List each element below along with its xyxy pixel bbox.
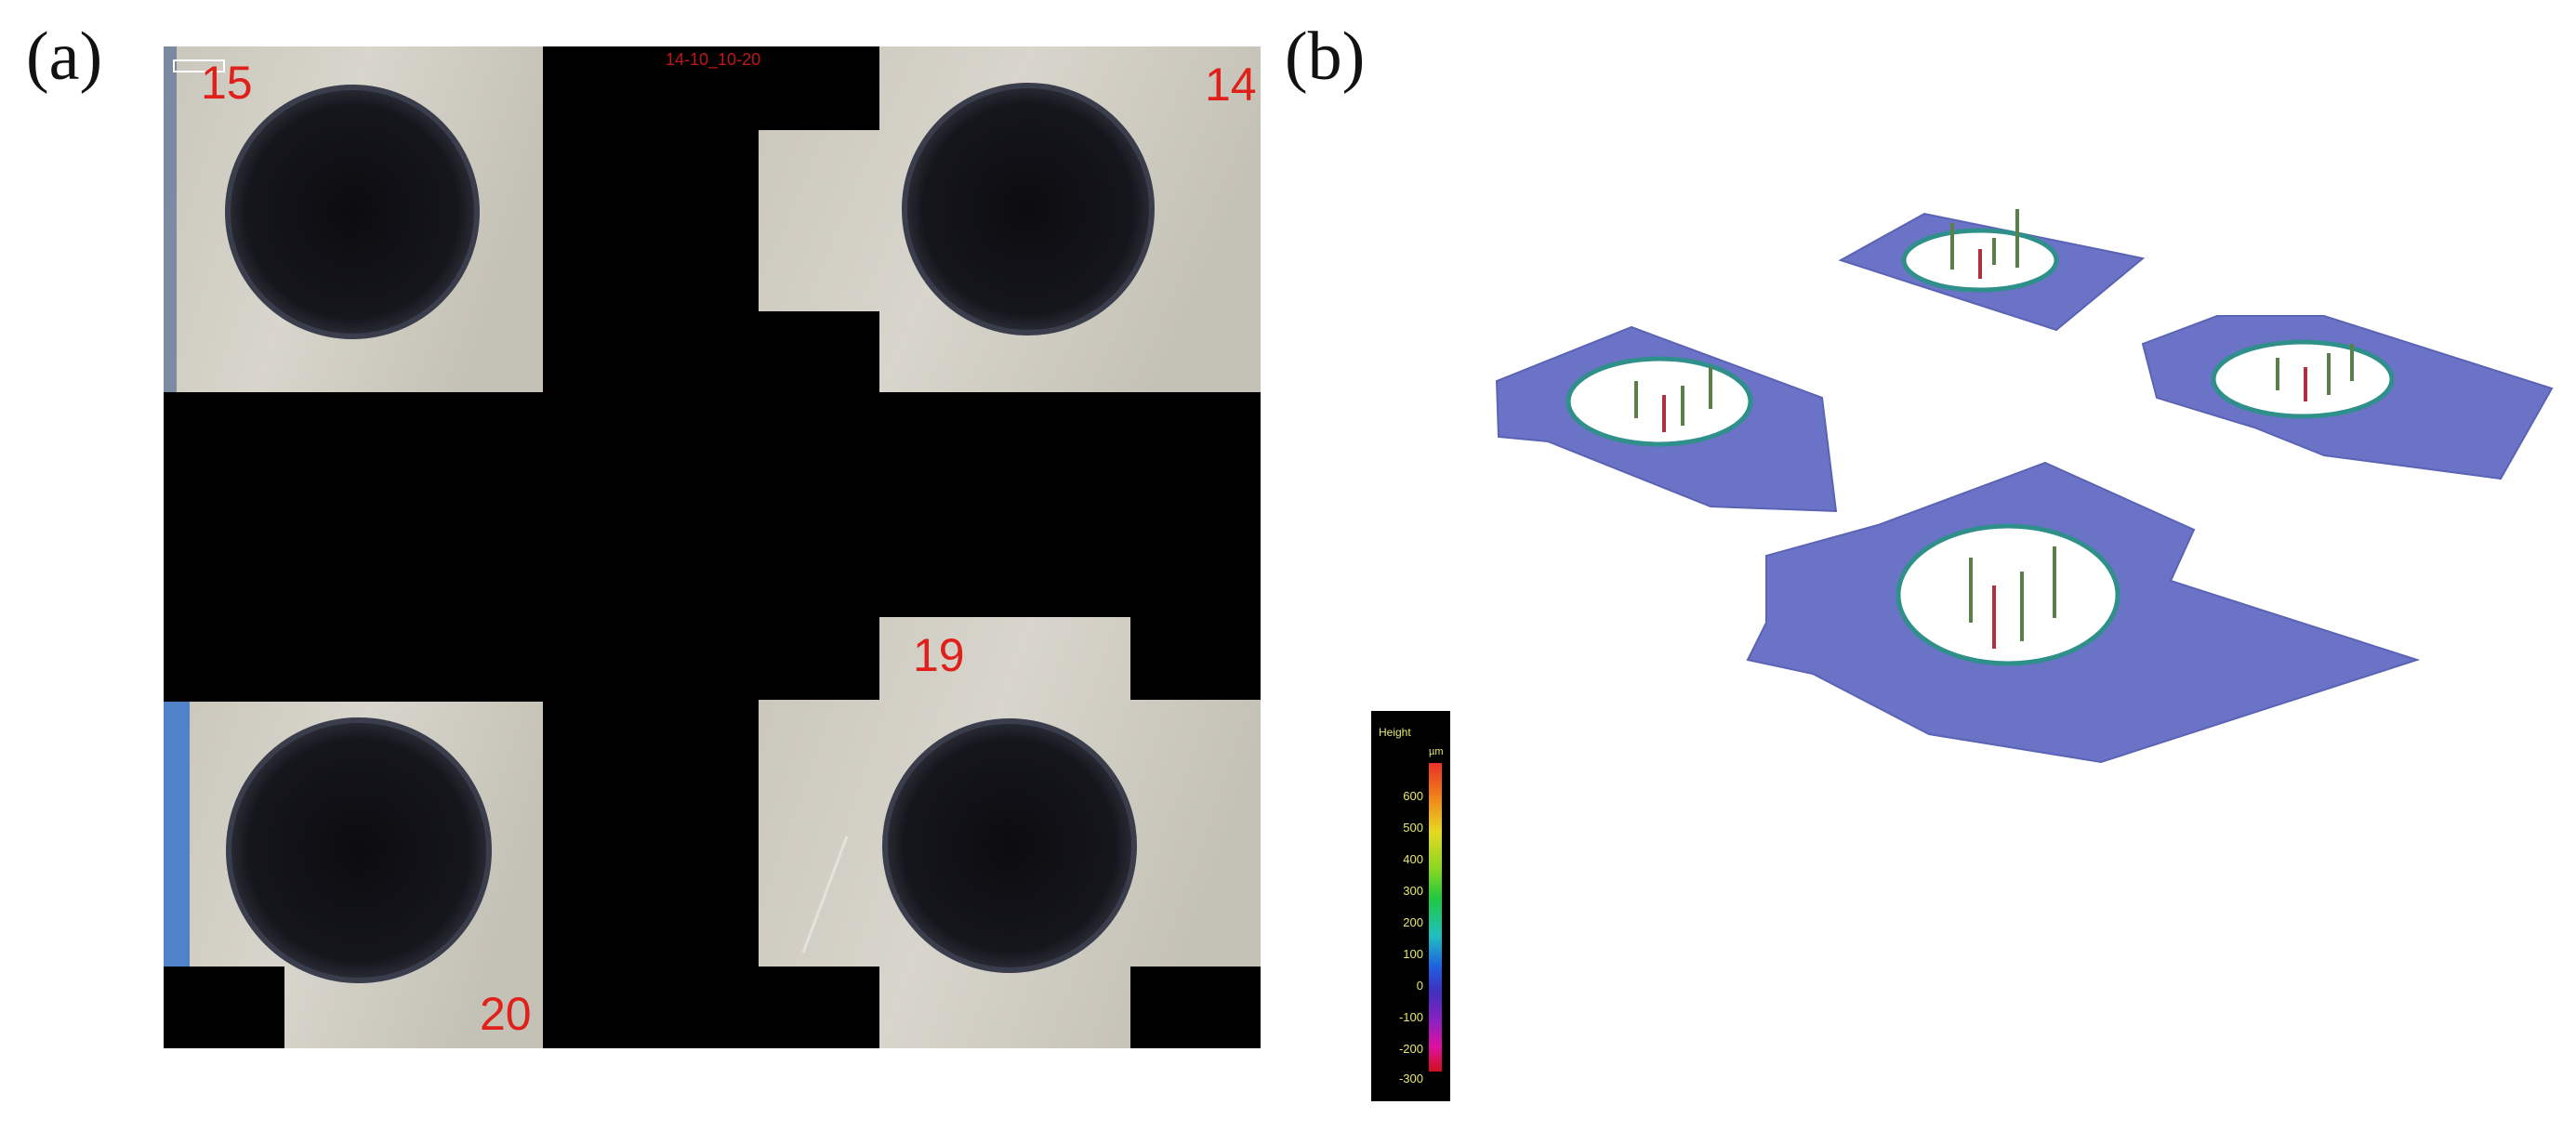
hole-19 xyxy=(882,718,1137,973)
sample-number-19: 19 xyxy=(913,629,965,681)
surface-hole-bottom xyxy=(1896,523,2120,666)
sample-number-20: 20 xyxy=(480,988,532,1040)
panel-label-a: (a) xyxy=(26,19,103,95)
height-colorbar: Height µm 600 500 400 300 200 100 0 -100… xyxy=(1371,711,1450,1101)
hole-20 xyxy=(226,717,492,983)
sample-19 xyxy=(759,617,1261,1048)
sample-20 xyxy=(164,702,543,1048)
hole-15 xyxy=(225,85,480,339)
colorbar-tick: 200 xyxy=(1403,915,1423,929)
hole-14 xyxy=(902,83,1155,335)
colorbar-tick: 300 xyxy=(1403,884,1423,898)
colorbar-tick: 0 xyxy=(1416,979,1423,993)
sample-14 xyxy=(759,46,1261,392)
scale-bar xyxy=(173,59,225,72)
colorbar-title: Height xyxy=(1379,726,1411,739)
sample-15 xyxy=(164,46,543,392)
colorbar-tick: 400 xyxy=(1403,852,1423,866)
colorbar-tick: 100 xyxy=(1403,947,1423,961)
sample-number-15: 15 xyxy=(201,57,253,109)
surface-hole-right xyxy=(2211,339,2395,419)
surface-hole-left xyxy=(1565,356,1753,447)
colorbar-tick: -300 xyxy=(1398,1072,1423,1085)
colorbar-tick: -200 xyxy=(1398,1042,1423,1056)
colorbar-tick: 500 xyxy=(1403,821,1423,835)
surface-height-panel xyxy=(1487,158,2556,790)
colorbar-tick: 600 xyxy=(1403,789,1423,803)
surface-height-drawing xyxy=(1495,209,2554,764)
colorbar-gradient xyxy=(1429,763,1442,1072)
panel-label-b: (b) xyxy=(1285,19,1366,95)
colorbar-tick: -100 xyxy=(1398,1010,1423,1024)
optical-photo-drawing xyxy=(164,46,1261,1048)
height-spikes xyxy=(1634,209,2354,641)
optical-photo-panel: 14-10_10-20 15 14 19 20 xyxy=(164,46,1261,1048)
colorbar-unit: µm xyxy=(1429,746,1444,757)
photo-stamp: 14-10_10-20 xyxy=(666,50,761,69)
sample-number-14: 14 xyxy=(1205,59,1257,111)
